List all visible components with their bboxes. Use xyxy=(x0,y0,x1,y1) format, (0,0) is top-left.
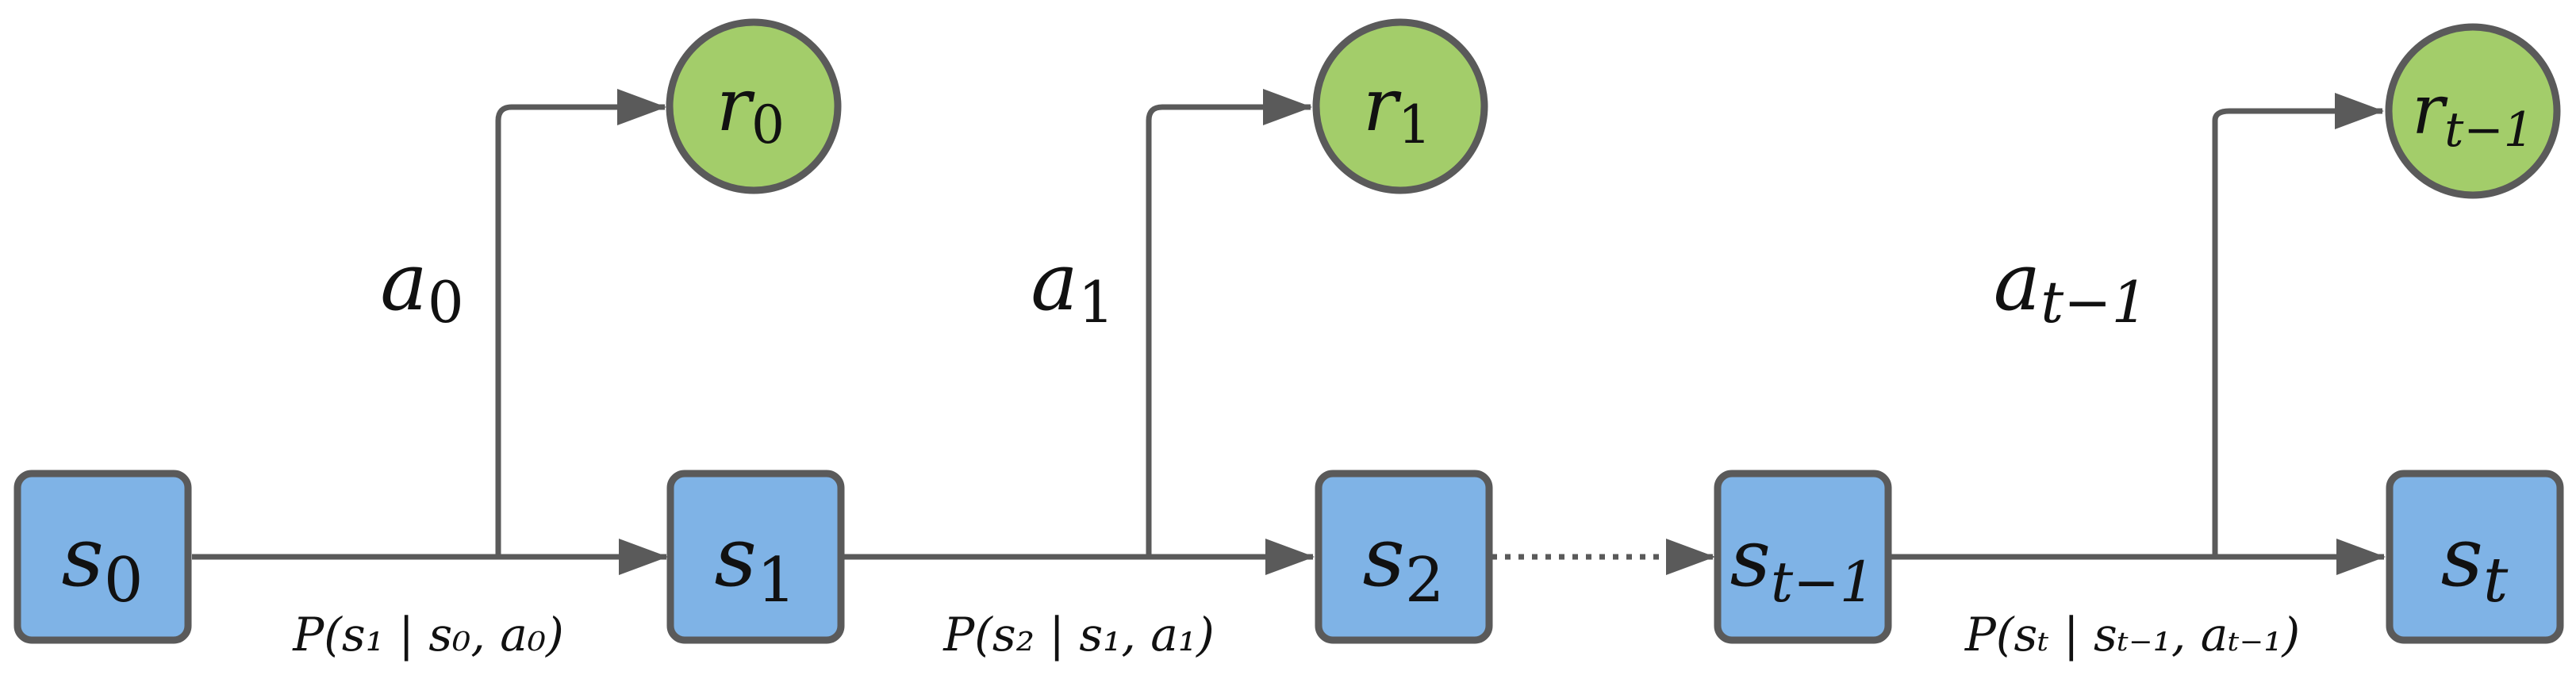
edge-action-1 xyxy=(1146,89,1312,557)
svg-text:s1: s1 xyxy=(714,508,796,616)
svg-text:s0: s0 xyxy=(61,508,143,616)
action-label-at-minus-1: at−1 xyxy=(1994,236,2148,336)
reward-node-r1: r1 xyxy=(1312,18,1488,194)
action-a0-symbol: a xyxy=(380,236,428,328)
state-s2-subscript: 2 xyxy=(1405,545,1445,616)
state-node-st-minus-1: st−1 xyxy=(1714,470,1892,644)
state-st1-subscript: t−1 xyxy=(1771,550,1875,615)
svg-text:s2: s2 xyxy=(1362,508,1444,616)
action-label-a0: a0 xyxy=(380,236,463,336)
state-s0-symbol: s xyxy=(61,508,103,605)
reward-r0-symbol: r xyxy=(716,63,755,148)
state-s1-symbol: s xyxy=(714,508,756,605)
state-node-s1: s1 xyxy=(666,470,845,644)
edge-action-t-minus-1 xyxy=(2212,93,2384,557)
action-a1-symbol: a xyxy=(1031,236,1078,328)
transition-label-2: P(sₜ | sₜ₋₁, aₜ₋₁) xyxy=(1964,608,2300,662)
action-a1-subscript: 1 xyxy=(1078,269,1115,336)
reward-r1-subscript: 1 xyxy=(1398,94,1431,155)
state-st-symbol: s xyxy=(2441,508,2483,605)
action-at1-symbol: a xyxy=(1994,236,2041,328)
state-s2-symbol: s xyxy=(1362,508,1404,605)
action-label-a1: a1 xyxy=(1031,236,1114,336)
svg-text:rt−1: rt−1 xyxy=(2412,71,2534,158)
svg-text:st: st xyxy=(2441,508,2509,616)
svg-text:r0: r0 xyxy=(716,63,785,155)
state-node-s0: s0 xyxy=(13,470,192,644)
state-node-s2: s2 xyxy=(1315,470,1493,644)
reward-rt1-subscript: t−1 xyxy=(2444,102,2534,158)
svg-text:st−1: st−1 xyxy=(1730,512,1875,615)
reward-r0-subscript: 0 xyxy=(751,94,785,155)
transition-label-0: P(s₁ | s₀, a₀) xyxy=(292,608,563,662)
state-s0-subscript: 0 xyxy=(104,545,144,616)
reward-r1-symbol: r xyxy=(1363,63,1402,148)
state-s1-subscript: 1 xyxy=(757,545,797,616)
state-st-subscript: t xyxy=(2483,545,2509,616)
state-node-st: st xyxy=(2386,470,2564,644)
svg-text:r1: r1 xyxy=(1363,63,1431,155)
reward-rt1-symbol: r xyxy=(2412,71,2448,150)
action-at1-subscript: t−1 xyxy=(2040,269,2148,336)
edge-action-0 xyxy=(495,89,666,557)
transition-label-1: P(s₂ | s₁, a₁) xyxy=(942,608,1214,662)
action-a0-subscript: 0 xyxy=(428,269,464,336)
state-st1-symbol: s xyxy=(1730,512,1771,604)
reward-node-rt-minus-1: rt−1 xyxy=(2385,23,2561,199)
reward-node-r0: r0 xyxy=(666,18,842,194)
